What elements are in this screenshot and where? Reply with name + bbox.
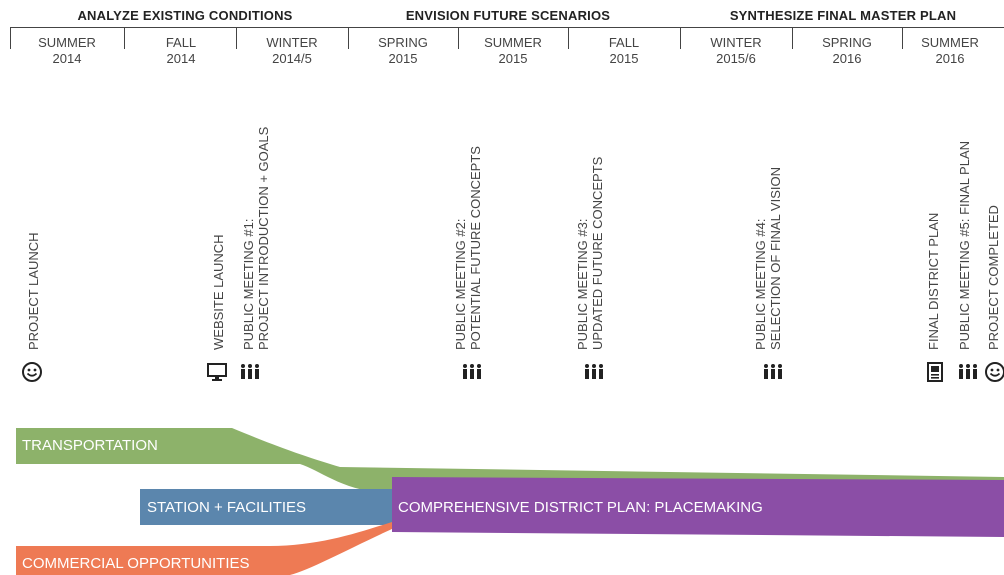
comprehensive-plan-label: COMPREHENSIVE DISTRICT PLAN: PLACEMAKING bbox=[398, 499, 763, 516]
document-icon bbox=[927, 362, 943, 382]
phase-envision: ENVISION FUTURE SCENARIOS bbox=[405, 8, 611, 23]
meeting-icon bbox=[463, 364, 481, 379]
commercial-flow bbox=[16, 522, 392, 575]
commercial-opportunities-label: COMMERCIAL OPPORTUNITIES bbox=[22, 555, 250, 572]
transportation-flow bbox=[16, 428, 1004, 493]
meeting-icon bbox=[959, 364, 977, 379]
timeline-line bbox=[10, 27, 1004, 28]
timeline-tick bbox=[792, 27, 793, 49]
phase-analyze: ANALYZE EXISTING CONDITIONS bbox=[77, 8, 293, 23]
timeline-tick bbox=[348, 27, 349, 49]
station-facilities-label: STATION + FACILITIES bbox=[147, 499, 307, 516]
phase-synthesize: SYNTHESIZE FINAL MASTER PLAN bbox=[729, 8, 957, 23]
meeting-icon bbox=[585, 364, 603, 379]
timeline-tick bbox=[568, 27, 569, 49]
timeline-tick bbox=[458, 27, 459, 49]
meeting-icon bbox=[241, 364, 259, 379]
monitor-icon bbox=[207, 363, 227, 381]
timeline-tick bbox=[902, 27, 903, 49]
meeting-icon bbox=[764, 364, 782, 379]
comprehensive-flow bbox=[392, 477, 1004, 537]
smiley-icon bbox=[985, 362, 1004, 382]
timeline-tick bbox=[10, 27, 11, 49]
transportation-label: TRANSPORTATION bbox=[22, 437, 158, 454]
station-flow bbox=[140, 489, 392, 525]
timeline-tick bbox=[124, 27, 125, 49]
smiley-icon bbox=[22, 362, 42, 382]
timeline-tick bbox=[680, 27, 681, 49]
timeline-tick bbox=[236, 27, 237, 49]
